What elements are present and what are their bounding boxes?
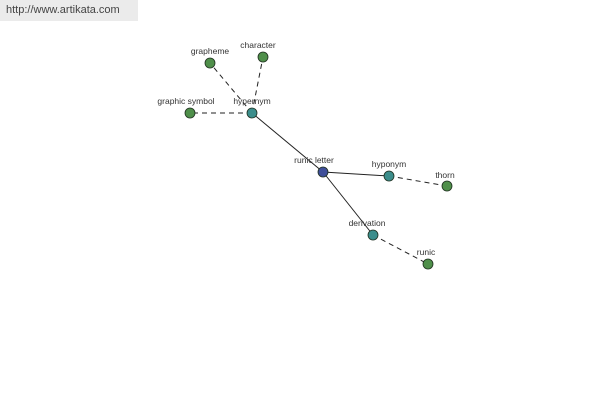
edge-derivation-to-runic xyxy=(372,234,429,265)
edge-hypernym-to-character xyxy=(251,56,264,114)
node-thorn[interactable] xyxy=(441,180,453,192)
node-character[interactable] xyxy=(257,51,269,63)
edge-runic-letter-to-derivation xyxy=(322,171,374,236)
node-label-runic[interactable]: runic xyxy=(417,247,436,257)
node-hypernym[interactable] xyxy=(246,107,258,119)
node-grapheme[interactable] xyxy=(204,57,216,69)
source-url-label[interactable]: http://www.artikata.com xyxy=(0,0,138,21)
node-layer: runic letter hypernym hyponym derivation gra… xyxy=(157,40,455,270)
edge-runic-letter-to-hyponym xyxy=(322,171,390,177)
node-label-graphic-symbol[interactable]: graphic symbol xyxy=(157,96,214,106)
node-label-hyponym[interactable]: hyponym xyxy=(372,159,407,169)
node-label-character[interactable]: character xyxy=(240,40,276,50)
edge-runic-letter-to-hypernym xyxy=(251,112,324,173)
edge-hyponym-to-thorn xyxy=(388,175,448,187)
node-label-derivation[interactable]: derivation xyxy=(349,218,386,228)
node-runic-letter[interactable] xyxy=(317,166,329,178)
node-label-grapheme[interactable]: grapheme xyxy=(191,46,230,56)
node-label-thorn[interactable]: thorn xyxy=(435,170,455,180)
node-graphic-symbol[interactable] xyxy=(184,107,196,119)
node-runic[interactable] xyxy=(422,258,434,270)
node-hyponym[interactable] xyxy=(383,170,395,182)
node-label-hypernym[interactable]: hypernym xyxy=(233,96,270,106)
edge-hypernym-to-grapheme xyxy=(209,62,253,114)
node-label-runic-letter[interactable]: runic letter xyxy=(294,155,334,165)
edge-layer xyxy=(190,56,448,265)
node-derivation[interactable] xyxy=(367,229,379,241)
